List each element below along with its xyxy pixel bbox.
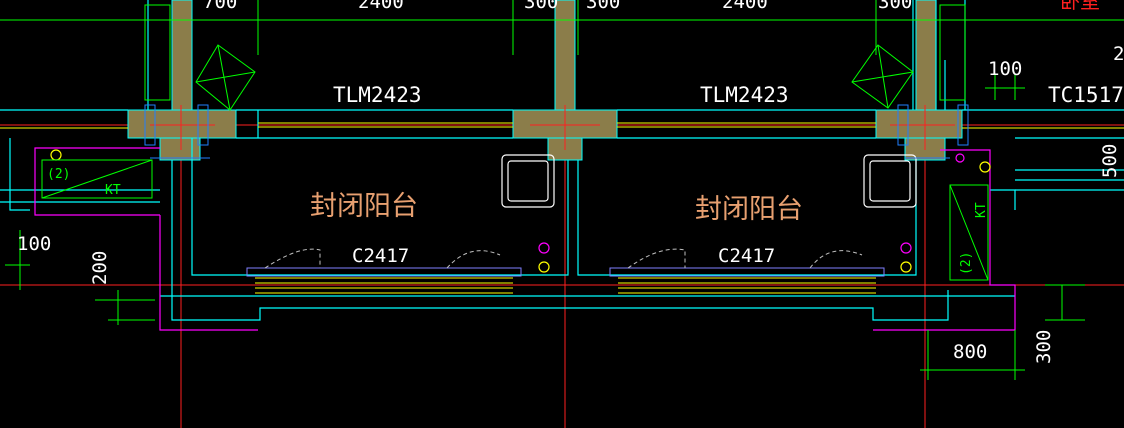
room-label-1: 封闭阳台 (310, 191, 418, 222)
appliances (501, 154, 917, 208)
ac-outlines (34, 147, 1016, 331)
top-dimension-texts: 700 2400 300 300 2400 300 (203, 0, 912, 13)
dim-left-100: 100 (17, 233, 51, 255)
door-label-2: TLM2423 (700, 83, 789, 107)
dim-top-bay1: 2400 (358, 0, 404, 13)
column-axis-marks (150, 105, 955, 150)
window-frames (246, 267, 885, 277)
window-label-right: TC1517 (1048, 83, 1124, 107)
dim-bottom-800: 800 (953, 341, 987, 363)
hardware-marks (144, 104, 969, 159)
dim-top-mid-left: 300 (524, 0, 558, 13)
dim-right-300: 300 (1033, 330, 1055, 364)
dim-top-mid-right: 300 (586, 0, 620, 13)
dim-top-left: 700 (203, 0, 237, 13)
ac-label-1: KT (105, 183, 121, 198)
dim-left-200: 200 (89, 251, 111, 285)
ac-label-2: KT (974, 202, 989, 218)
ac-units (41, 159, 989, 281)
dimension-lines (0, 0, 1124, 380)
ac-count-2: (2) (959, 252, 974, 275)
window-label-2: C2417 (718, 245, 775, 267)
window-sills (0, 122, 1124, 294)
walls (0, 0, 1124, 321)
door-swings (264, 248, 863, 269)
dim-top-right: 300 (878, 0, 912, 13)
room-label-2: 封闭阳台 (695, 194, 803, 225)
door-label-1: TLM2423 (333, 83, 422, 107)
dim-right-500: 500 (1099, 144, 1121, 178)
ac-count-1: (2) (47, 167, 70, 182)
dim-right-100: 100 (988, 58, 1022, 80)
diamond-symbols (144, 4, 966, 111)
window-label-1: C2417 (352, 245, 409, 267)
floor-drains (50, 149, 991, 273)
dim-top-bay2: 2400 (722, 0, 768, 13)
edge-digit: 2 (1113, 43, 1124, 65)
corner-text: 卧室 (1060, 0, 1100, 13)
structural-columns (127, 0, 963, 161)
